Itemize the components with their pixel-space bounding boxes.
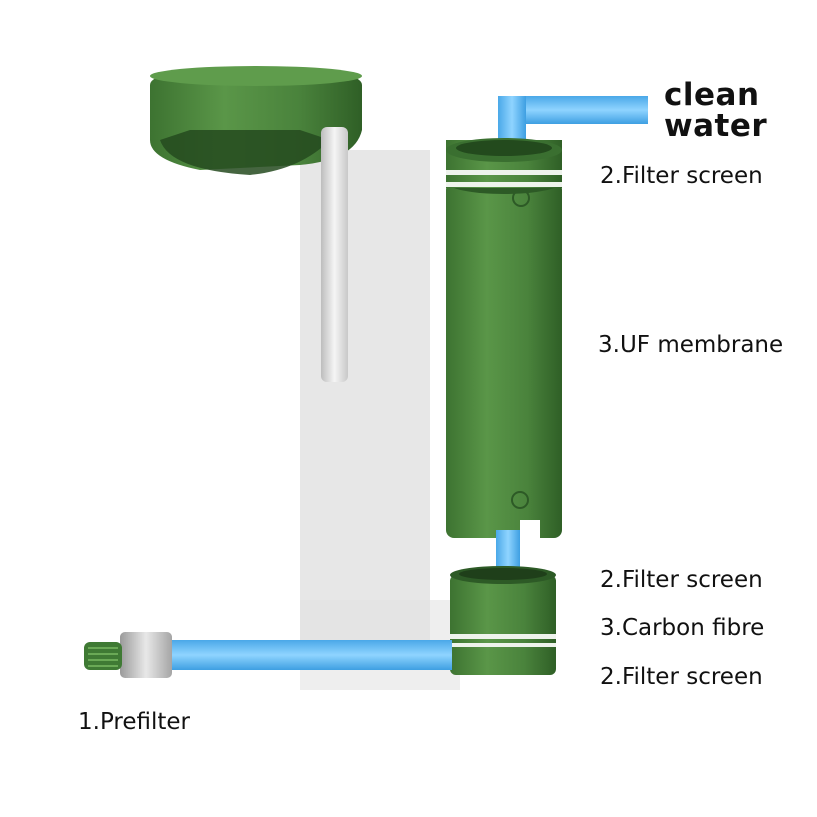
main-filter-body <box>446 138 562 540</box>
filter-screen-ring-top-2 <box>446 182 562 187</box>
filter-screen-ring-bottom-2 <box>450 643 556 647</box>
filter-screen-bottom-label: 2.Filter screen <box>600 666 763 689</box>
carbon-fibre-cup <box>450 566 556 675</box>
prefilter-coil <box>84 642 122 670</box>
filter-screen-top-label: 2.Filter screen <box>600 165 763 188</box>
prefilter-label: 1.Prefilter <box>78 711 190 734</box>
straw <box>321 127 348 382</box>
hose-connector <box>120 632 172 678</box>
filter-screen-ring-bottom <box>450 634 556 639</box>
inlet-water-flow <box>170 640 452 670</box>
uf-membrane-label: 3.UF membrane <box>598 334 783 357</box>
background-shadow <box>300 150 430 640</box>
filter-screen-ring-top <box>446 170 562 175</box>
carbon-fibre-label: 3.Carbon fibre <box>600 617 764 640</box>
clean-water-flow <box>498 96 648 144</box>
filter-screen-mid-label: 2.Filter screen <box>600 569 763 592</box>
clean-water-line2: water <box>664 111 767 142</box>
clean-water-label: clean water <box>664 80 767 142</box>
clean-water-line1: clean <box>664 80 767 111</box>
